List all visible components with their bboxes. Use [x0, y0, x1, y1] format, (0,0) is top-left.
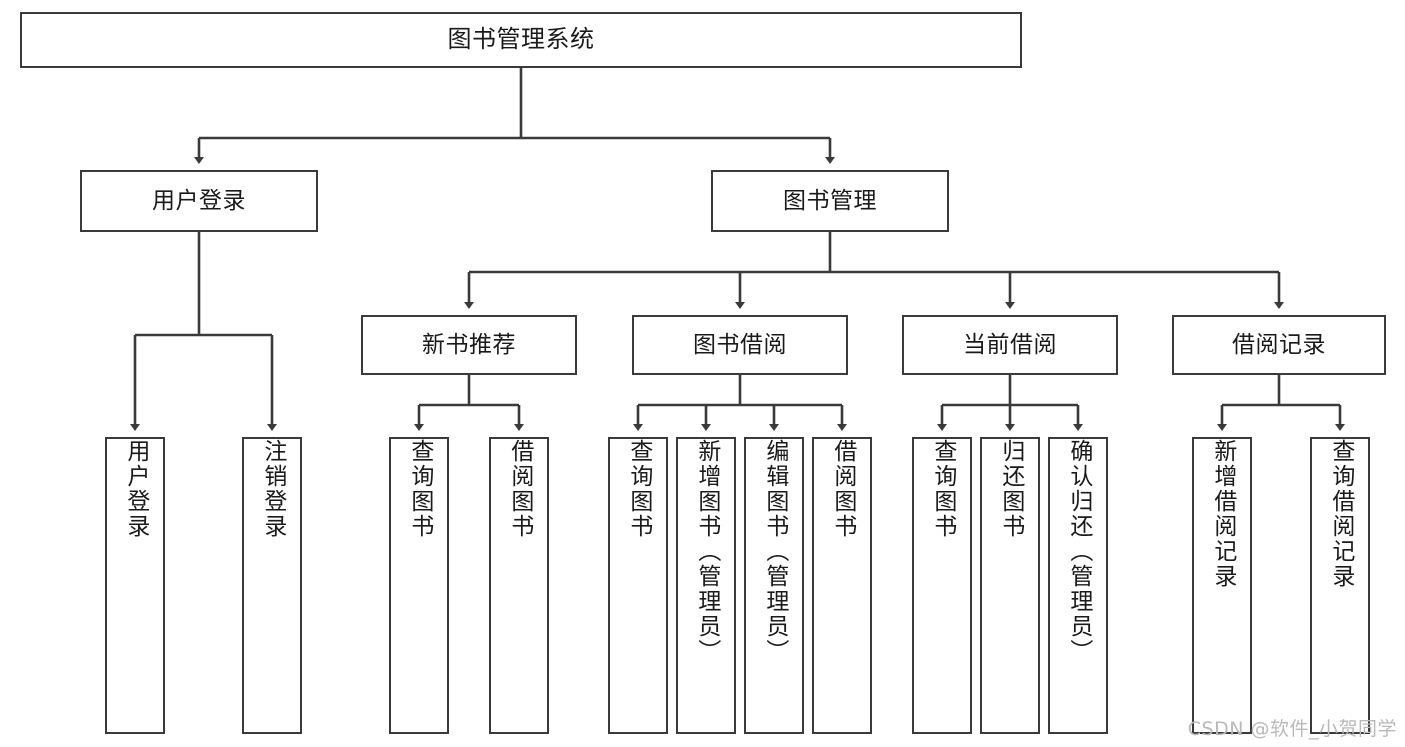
- node-leaf-return-book-label: 归还图书: [997, 439, 1024, 539]
- node-leaf-edit-book[interactable]: 编辑图书（管理员）: [744, 437, 804, 734]
- node-leaf-add-record-label: 新增借阅记录: [1209, 439, 1236, 589]
- node-current-borrow[interactable]: 当前借阅: [902, 315, 1118, 375]
- node-new-book-recommend-label: 新书推荐: [422, 331, 516, 358]
- node-leaf-add-book-label: 新增图书（管理员）: [693, 439, 720, 664]
- node-leaf-borrow-book-2[interactable]: 借阅图书: [812, 437, 872, 734]
- node-leaf-user-logout[interactable]: 注销登录: [242, 437, 302, 734]
- node-leaf-return-book[interactable]: 归还图书: [980, 437, 1040, 734]
- node-leaf-borrow-book-1-label: 借阅图书: [506, 439, 533, 539]
- node-leaf-confirm-return-label: 确认归还（管理员）: [1065, 439, 1092, 664]
- node-leaf-user-logout-label: 注销登录: [259, 439, 286, 539]
- node-leaf-borrow-book-2-label: 借阅图书: [829, 439, 856, 539]
- node-leaf-query-book-3-label: 查询图书: [929, 439, 956, 539]
- node-root-label: 图书管理系统: [447, 25, 595, 54]
- node-leaf-user-login-label: 用户登录: [122, 439, 149, 539]
- node-leaf-query-book-1-label: 查询图书: [406, 439, 433, 539]
- node-root[interactable]: 图书管理系统: [20, 12, 1022, 68]
- node-leaf-add-book[interactable]: 新增图书（管理员）: [676, 437, 736, 734]
- node-leaf-query-record-label: 查询借阅记录: [1327, 439, 1354, 589]
- node-leaf-user-login[interactable]: 用户登录: [105, 437, 165, 734]
- watermark: CSDN @软件_小贺同学: [1187, 718, 1397, 740]
- node-book-borrow-label: 图书借阅: [693, 331, 787, 358]
- node-book-borrow[interactable]: 图书借阅: [632, 315, 848, 375]
- node-leaf-confirm-return[interactable]: 确认归还（管理员）: [1048, 437, 1108, 734]
- node-user-login[interactable]: 用户登录: [80, 170, 318, 232]
- node-book-management[interactable]: 图书管理: [711, 170, 949, 232]
- node-borrow-record-label: 借阅记录: [1232, 331, 1326, 358]
- node-leaf-query-record[interactable]: 查询借阅记录: [1310, 437, 1370, 734]
- node-leaf-query-book-2[interactable]: 查询图书: [608, 437, 668, 734]
- node-leaf-query-book-1[interactable]: 查询图书: [389, 437, 449, 734]
- node-leaf-edit-book-label: 编辑图书（管理员）: [761, 439, 788, 664]
- node-user-login-label: 用户登录: [152, 187, 246, 214]
- node-leaf-add-record[interactable]: 新增借阅记录: [1192, 437, 1252, 734]
- node-leaf-query-book-3[interactable]: 查询图书: [912, 437, 972, 734]
- node-leaf-borrow-book-1[interactable]: 借阅图书: [489, 437, 549, 734]
- node-leaf-query-book-2-label: 查询图书: [625, 439, 652, 539]
- node-book-management-label: 图书管理: [783, 187, 877, 214]
- node-borrow-record[interactable]: 借阅记录: [1172, 315, 1386, 375]
- node-new-book-recommend[interactable]: 新书推荐: [361, 315, 577, 375]
- node-current-borrow-label: 当前借阅: [963, 331, 1057, 358]
